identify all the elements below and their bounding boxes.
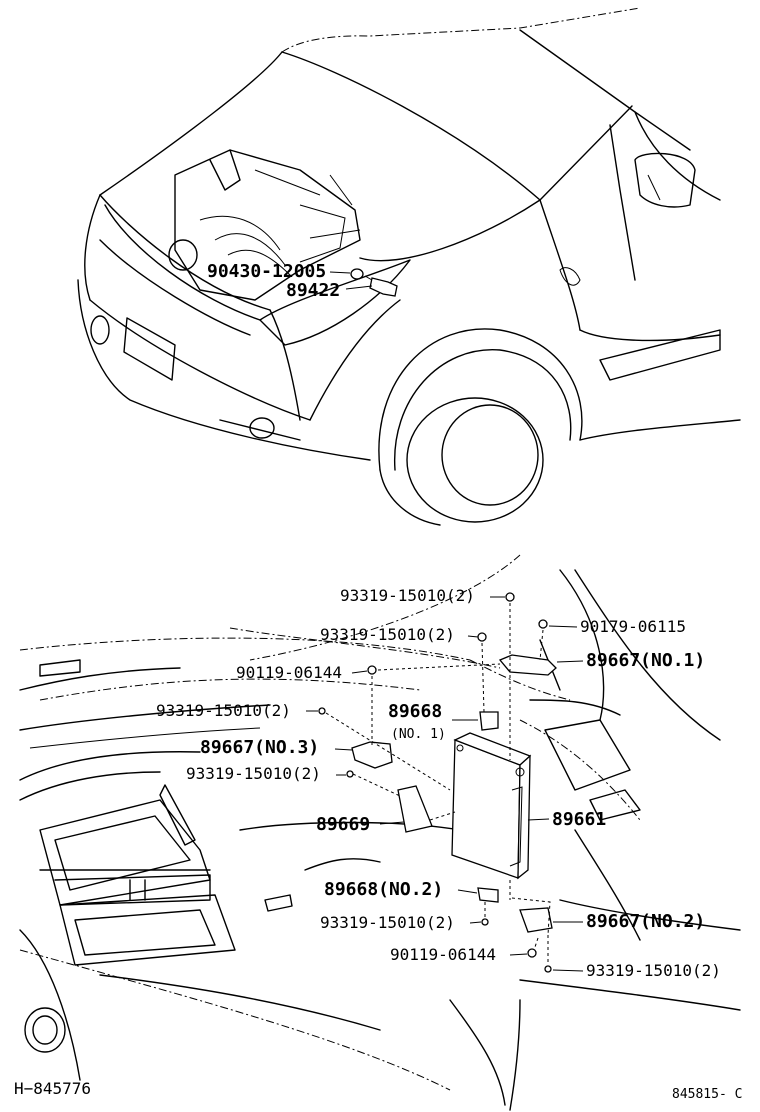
label-screw-2: 93319-15010(2) (320, 625, 455, 644)
label-bracket-no2: 89667(NO.2) (586, 911, 705, 932)
bracket-89668-no2-part (477, 887, 499, 903)
label-screw-bottom-right: 93319-15010(2) (586, 961, 721, 980)
bracket-no2-part (519, 907, 553, 933)
label-89668-no2: 89668(NO.2) (324, 879, 443, 900)
dashboard-illustration (19, 554, 741, 1111)
label-sensor: 89422 (286, 280, 340, 301)
footer: H−845776 845815- C (14, 1079, 742, 1102)
cover-part (397, 785, 433, 833)
label-89668-sub: (NO. 1) (391, 727, 446, 742)
label-cover: 89669 (316, 814, 370, 835)
screw-part (505, 592, 515, 602)
label-screw-low: 93319-15010(2) (320, 913, 455, 932)
bracket-no3-part (351, 741, 393, 769)
bracket-89668-no1-part (479, 711, 499, 731)
label-screw-mid: 93319-15010(2) (186, 764, 321, 783)
top-callouts: 90430-12005 89422 (207, 261, 373, 301)
label-screw-left: 93319-15010(2) (156, 701, 291, 720)
label-ecu: 89661 (552, 809, 606, 830)
label-89668: 89668 (388, 701, 442, 722)
label-nut-right: 90179-06115 (580, 617, 686, 636)
footer-left-code: H−845776 (14, 1079, 91, 1098)
car-illustration (77, 7, 741, 526)
clip-part (350, 268, 364, 280)
label-bracket-no3: 89667(NO.3) (200, 737, 319, 758)
label-bracket-no1: 89667(NO.1) (586, 650, 705, 671)
label-bolt-left: 90119-06144 (236, 663, 342, 682)
label-clip: 90430-12005 (207, 261, 326, 282)
footer-right-code: 845815- C (672, 1087, 742, 1102)
label-screw-top: 93319-15010(2) (340, 586, 475, 605)
impact-sensor-part (369, 277, 398, 297)
bottom-callouts: 93319-15010(2) 93319-15010(2) 90179-0611… (156, 586, 721, 980)
parts (318, 592, 557, 973)
label-bolt-low: 90119-06144 (390, 945, 496, 964)
